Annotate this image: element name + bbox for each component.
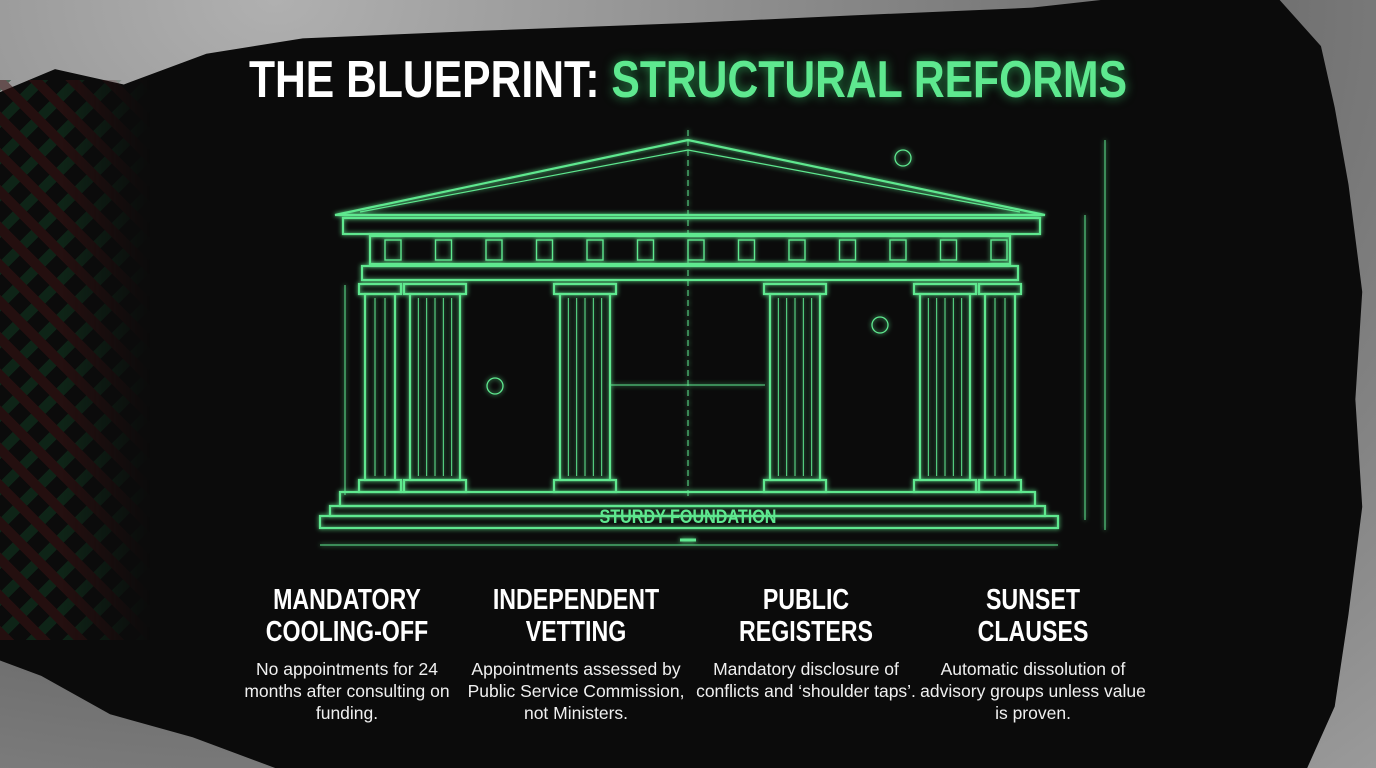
triglyph — [687, 239, 705, 261]
title-part-white: THE BLUEPRINT: — [248, 51, 600, 109]
triglyph — [838, 239, 857, 261]
reform-description: Mandatory disclosure of conflicts and ‘s… — [696, 659, 916, 701]
step-bottom — [318, 514, 1060, 530]
triglyph — [636, 239, 655, 261]
column-capital — [977, 282, 1023, 296]
column-base — [402, 478, 468, 494]
column-capital — [357, 282, 403, 296]
reform-description: Automatic dissolution of advisory groups… — [920, 659, 1146, 723]
triglyph — [788, 239, 806, 261]
column-base — [762, 478, 828, 494]
page-title: THE BLUEPRINT: STRUCTURAL REFORMS — [124, 50, 1252, 110]
triglyph — [889, 239, 907, 261]
foundation-label: STURDY FOUNDATION — [600, 506, 777, 528]
column-capital — [552, 282, 618, 296]
column-capital — [762, 282, 828, 296]
column-base — [977, 478, 1023, 494]
triglyph — [434, 239, 453, 261]
frieze — [368, 234, 1012, 266]
triglyph — [586, 239, 604, 261]
reform-description: No appointments for 24 months after cons… — [244, 659, 450, 723]
column-shaft — [363, 292, 397, 482]
triglyph — [485, 239, 503, 261]
column-capital — [912, 282, 978, 296]
triglyph — [737, 239, 756, 261]
triglyph — [535, 239, 554, 261]
column-base — [552, 478, 618, 494]
column-base — [912, 478, 978, 494]
pediment — [334, 138, 1046, 217]
tribal-pattern-decoration — [0, 80, 150, 640]
architrave — [360, 264, 1020, 282]
reform-description: Appointments assessed by Public Service … — [467, 659, 685, 723]
triglyph — [384, 239, 402, 261]
triglyph — [990, 239, 1008, 261]
column-shaft — [983, 292, 1017, 482]
cornice — [341, 216, 1042, 236]
column-capital — [402, 282, 468, 296]
title-part-green: STRUCTURAL REFORMS — [611, 51, 1128, 109]
triglyph — [939, 239, 958, 261]
column-base — [357, 478, 403, 494]
